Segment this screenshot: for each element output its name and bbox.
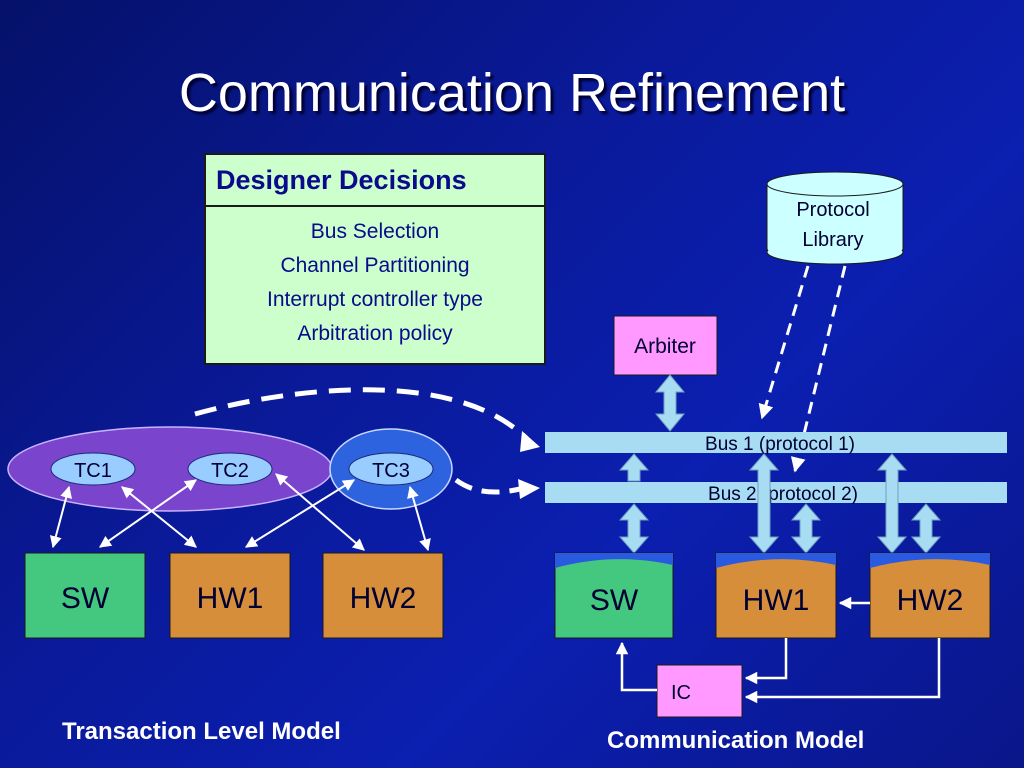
decision-bus-selection: Bus Selection [310,220,440,243]
tlm-hw2-box: HW2 [322,552,444,639]
tc2-sw-link [99,479,197,548]
tc2-node: TC2 [187,452,273,486]
tc3-hw1-link [244,479,356,548]
refinement-arrow-bus1 [194,387,530,442]
decision-interrupt-controller: Interrupt controller type [267,288,483,311]
tc1-sw-link [49,485,73,549]
tc3-label: TC3 [372,460,410,482]
hw1-to-ic-wire [744,638,788,685]
refinement-arrow-bus2 [454,477,521,495]
arbiter-box: Arbiter [613,315,718,376]
ic-to-sw-wire [615,641,657,692]
hw2-to-ic-wire [744,638,941,704]
cm-hw2-box: HW2 [869,552,991,639]
protocol-library-line1: Protocol [796,199,869,221]
bus1-label: Bus 1 (protocol 1) [705,434,855,455]
ic-label: IC [671,682,691,704]
arbiter-label: Arbiter [634,335,696,358]
designer-decisions-header: Designer Decisions [206,155,544,207]
library-to-bus2-arrow [790,265,847,473]
cm-sw-box: SW [554,552,674,639]
tlm-hw1-label: HW1 [197,582,264,615]
bus1: Bus 1 (protocol 1) [545,432,1007,455]
refinement-arrowhead-bus2 [518,479,540,499]
tlm-sw-box: SW [24,552,146,639]
tlm-sw-label: SW [61,582,110,615]
tlm-hw2-label: HW2 [350,582,417,615]
tc1-node: TC1 [50,452,136,486]
decision-arbitration-policy: Arbitration policy [297,322,453,345]
cm-sw-label: SW [590,584,639,617]
slide-title: Communication Refinement [178,63,846,123]
decision-channel-partitioning: Channel Partitioning [280,254,470,277]
tc1-label: TC1 [74,460,112,482]
hw1-bus2-connector [790,503,822,554]
bus2-label: Bus 2 (protocol 2) [708,484,858,505]
refinement-arrowhead-bus1 [520,431,540,452]
designer-decisions-box: Designer Decisions Bus Selection Channel… [204,153,546,365]
tc3-hw2-link [407,485,431,552]
cm-hw1-label: HW1 [743,584,810,617]
protocol-library-line2: Library [802,229,863,251]
cm-hw1-box: HW1 [715,552,837,639]
bus2: Bus 2 (protocol 2) [545,482,1007,505]
tc2-label: TC2 [211,460,249,482]
protocol-library: Protocol Library [766,171,904,265]
ic-box: IC [656,664,743,718]
cm-caption: Communication Model [607,727,865,754]
cm-hw2-label: HW2 [897,584,964,617]
tlm-caption: Transaction Level Model [62,718,341,745]
arbiter-bus1-connector [654,374,686,432]
sw-bus1-connector [618,453,650,482]
library-to-bus1-arrow [758,265,810,420]
tlm-hw1-box: HW1 [169,552,291,639]
sw-bus2-connector [618,503,650,554]
tc3-node: TC3 [348,452,434,486]
hw2-bus2-connector [910,503,942,554]
hw2-bus1-connector [876,453,908,554]
